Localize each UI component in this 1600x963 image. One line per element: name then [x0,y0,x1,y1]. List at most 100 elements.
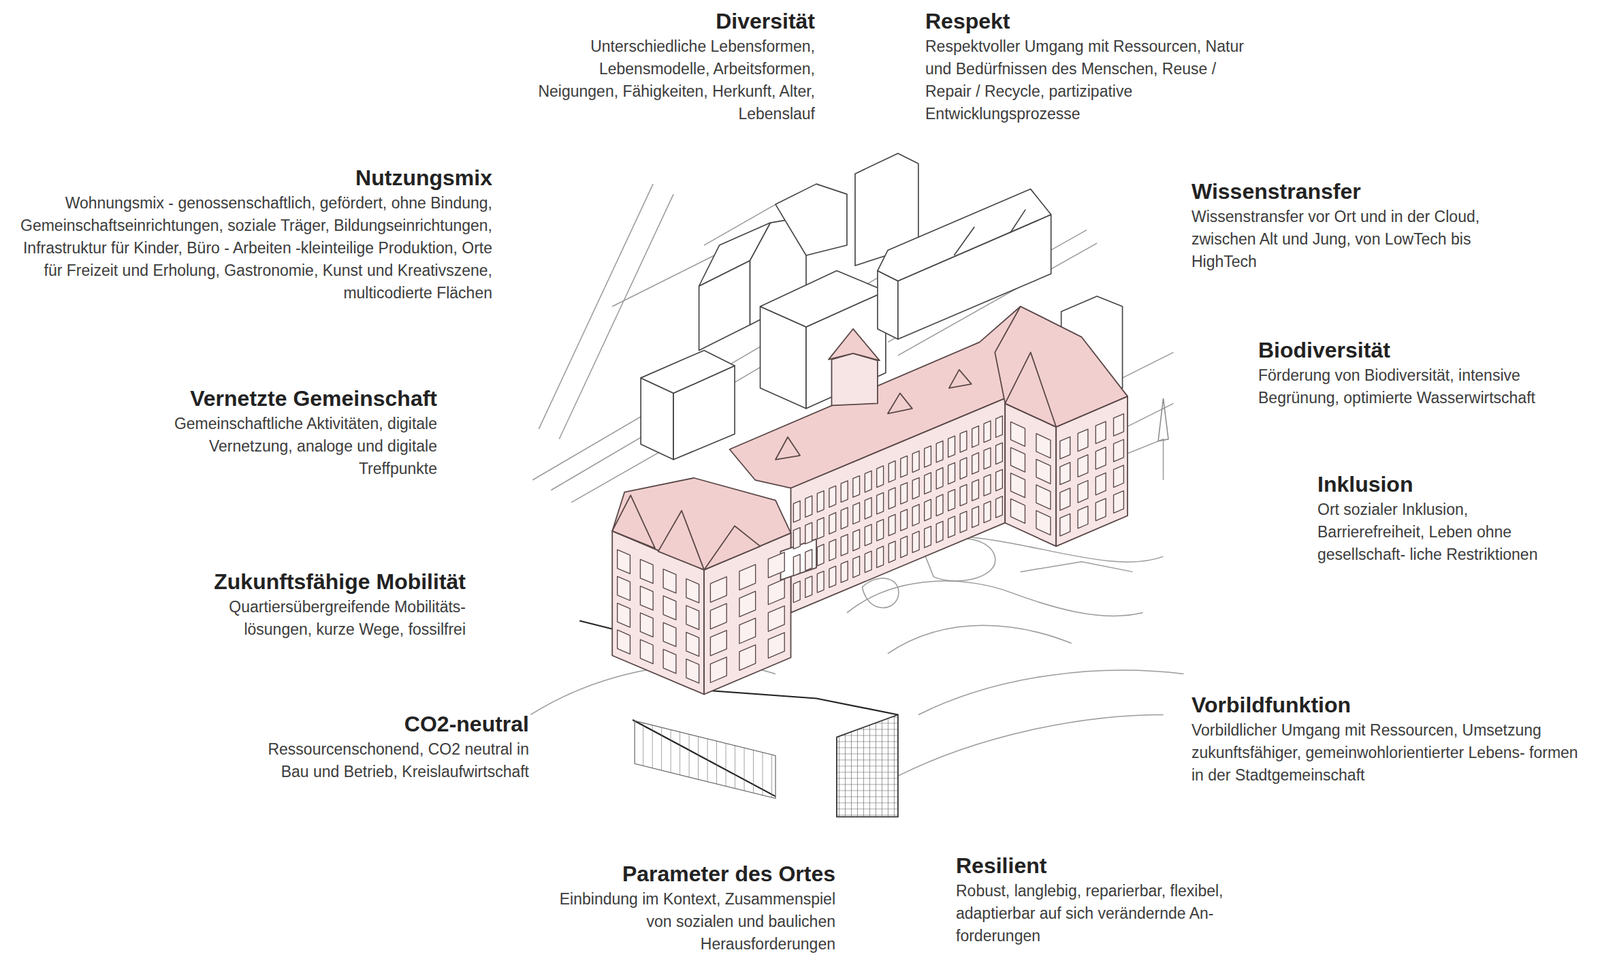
window [617,576,631,600]
window [1036,484,1051,510]
window [972,452,980,475]
window [876,519,884,541]
heading: Resilient [955,851,1270,880]
window [960,457,967,480]
window [996,416,1003,438]
window [876,465,884,488]
window [900,455,908,477]
window [864,524,872,546]
window [805,549,813,572]
window [817,490,824,512]
window [1113,465,1125,488]
window [1010,421,1025,446]
window [640,558,653,583]
window [1036,510,1051,536]
window [936,467,943,490]
window [888,460,896,483]
window [853,475,860,498]
window [1095,421,1106,444]
heading: Vorbildfunktion [1191,690,1592,719]
text-block: NutzungsmixWohnungsmix - genossenschaftl… [8,163,493,305]
window [900,482,908,504]
hatched-facade [836,714,899,817]
text-block: Vernetzte GemeinschaftGemeinschaftliche … [151,384,438,480]
window [817,571,824,593]
window [853,502,860,525]
hatched-facade [634,720,776,798]
window [1036,458,1051,484]
window [739,644,756,670]
window [983,501,991,523]
window [853,556,860,578]
window [876,492,884,514]
window [768,632,785,658]
window [960,430,967,453]
window [948,516,956,538]
window [1060,488,1071,511]
window [888,541,896,564]
description: Wohnungsmix - genossenschaftlich, geförd… [8,192,493,305]
text-block: RespektRespektvoller Umgang mit Ressourc… [925,6,1266,126]
heading: Parameter des Ortes [542,859,836,888]
window [805,576,813,598]
window [840,534,848,556]
description: Wissenstransfer vor Ort und in der Cloud… [1191,205,1532,274]
window-group [617,413,1125,684]
window [876,546,884,568]
window [1010,447,1025,472]
window [864,470,872,493]
window [1095,498,1106,521]
window [936,494,943,517]
window [888,514,896,536]
window [936,520,943,542]
heading: Diversität [522,6,815,36]
window [948,462,956,485]
window [900,509,908,531]
window [840,507,848,530]
window [829,565,837,587]
window [686,659,700,684]
description: Ort sozialer Inklusion, Barrierefreiheit… [1317,498,1549,566]
heading: Biodiversität [1258,335,1545,365]
window [1113,413,1125,437]
window [924,499,932,521]
window [864,550,872,572]
description: Gemeinschaftliche Aktivitäten, digitale … [151,412,438,480]
window [663,648,677,674]
text-block: ResilientRobust, langlebig, reparierbar,… [955,851,1270,948]
heading: Nutzungsmix [8,163,493,192]
window [640,639,653,664]
window [1060,462,1071,485]
window [805,495,813,517]
window [924,445,932,468]
window [793,500,800,522]
window [768,605,785,632]
window [617,603,631,628]
window [960,484,967,506]
window [805,522,813,544]
window [768,578,785,605]
window [1077,505,1088,529]
heading: Wissenstransfer [1191,177,1532,206]
window [948,435,956,457]
window [829,485,837,507]
window [1095,472,1106,495]
window [1010,473,1025,498]
description: Förderung von Biodiversität, intensive B… [1258,364,1545,410]
window [663,595,677,620]
window [739,618,756,644]
context-lines [530,183,1184,776]
description: Unterschiedliche Lebensformen, Lebensmod… [522,35,815,126]
text-block: Zukunftsfähige MobilitätQuartiersübergre… [172,567,466,641]
window [972,479,980,501]
window [1060,513,1071,536]
window [710,630,727,656]
window [924,472,932,494]
text-block: InklusionOrt sozialer Inklusion, Barrier… [1317,469,1549,566]
window [686,631,700,656]
window [1060,436,1071,459]
window [640,612,653,637]
window [768,552,785,578]
window [793,554,800,576]
window [983,474,991,496]
